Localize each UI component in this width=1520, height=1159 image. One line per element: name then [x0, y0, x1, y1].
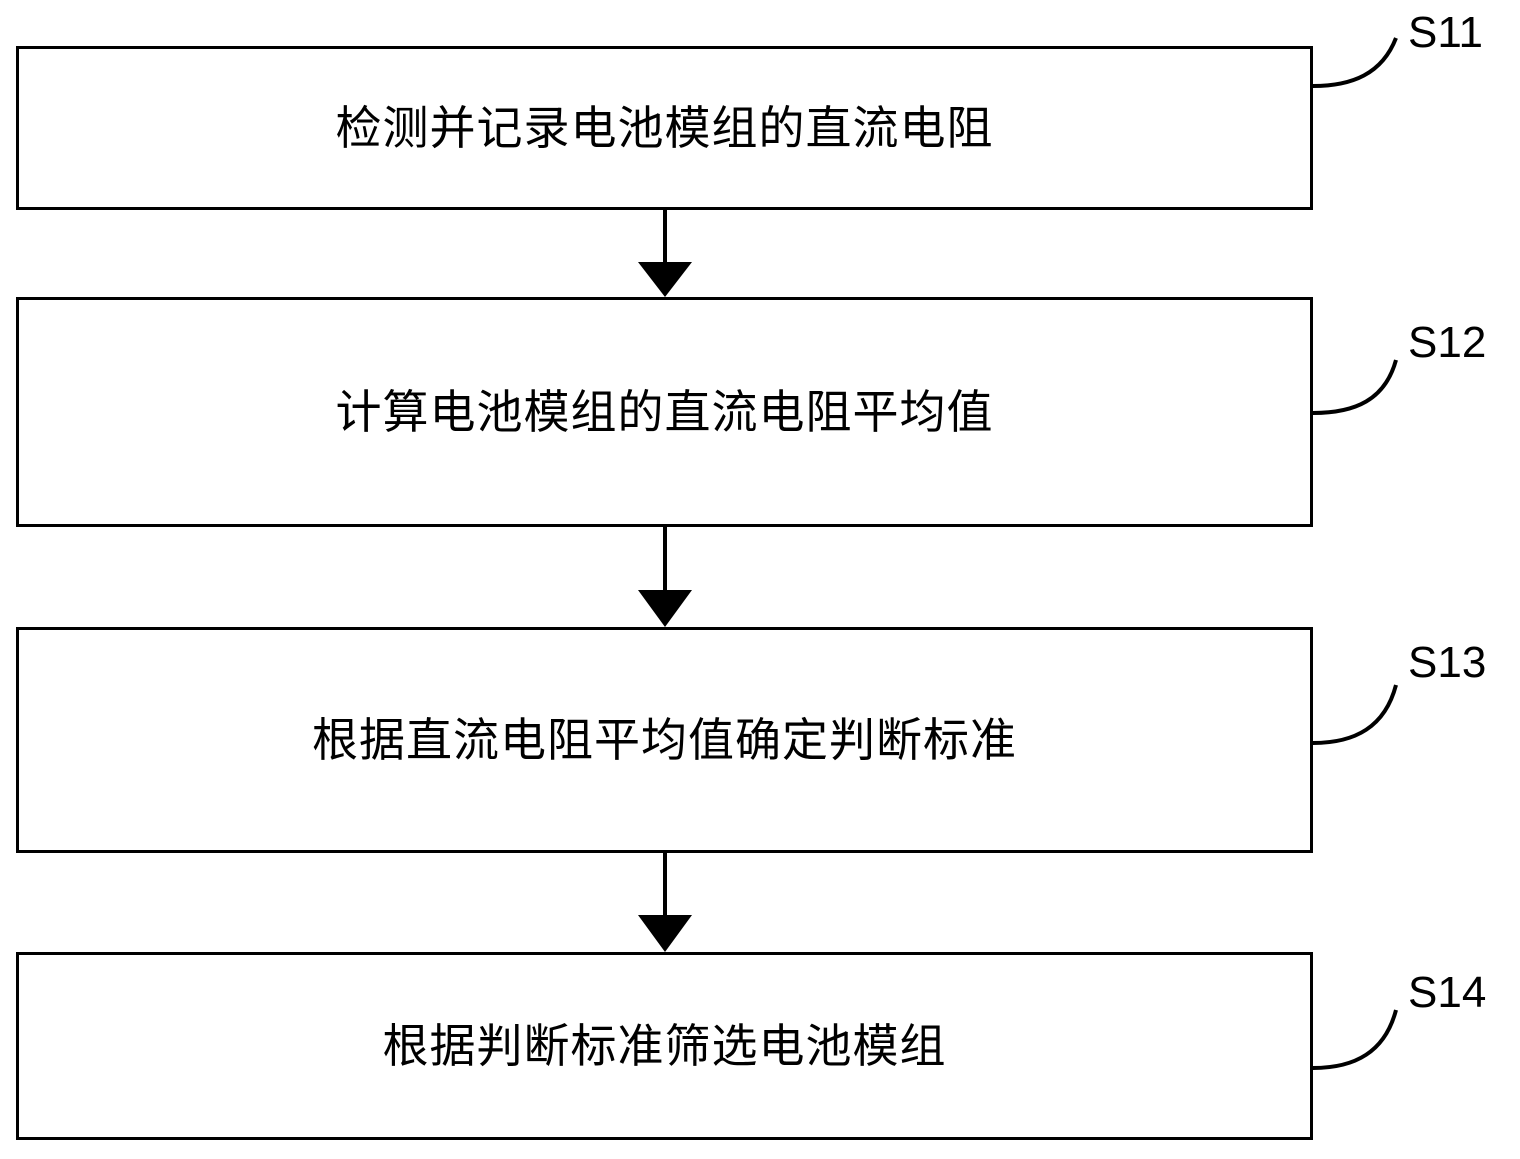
leader-line-s14 [1312, 1009, 1398, 1070]
connector-s13-s14 [638, 853, 692, 952]
step-tag-s14: S14 [1408, 968, 1487, 1017]
flow-step-box-s12[interactable]: 计算电池模组的直流电阻平均值 [16, 297, 1313, 527]
flow-step-text-s11: 检测并记录电池模组的直流电阻 [335, 100, 994, 155]
flow-step-text-s12: 计算电池模组的直流电阻平均值 [335, 384, 994, 439]
leader-line-s12 [1312, 359, 1398, 415]
flow-step-text-s14: 根据判断标准筛选电池模组 [382, 1018, 947, 1073]
flow-step-box-s11[interactable]: 检测并记录电池模组的直流电阻 [16, 46, 1313, 210]
connector-s11-s12 [638, 210, 692, 297]
step-tag-s13: S13 [1408, 638, 1487, 687]
leader-line-s11 [1312, 37, 1398, 88]
step-tag-s11: S11 [1408, 8, 1484, 57]
connector-s12-s13 [638, 527, 692, 627]
step-tag-s12: S12 [1408, 318, 1487, 367]
flow-step-text-s13: 根据直流电阻平均值确定判断标准 [312, 712, 1017, 767]
leader-line-s13 [1312, 684, 1398, 745]
flow-step-box-s13[interactable]: 根据直流电阻平均值确定判断标准 [16, 627, 1313, 853]
flow-step-box-s14[interactable]: 根据判断标准筛选电池模组 [16, 952, 1313, 1140]
